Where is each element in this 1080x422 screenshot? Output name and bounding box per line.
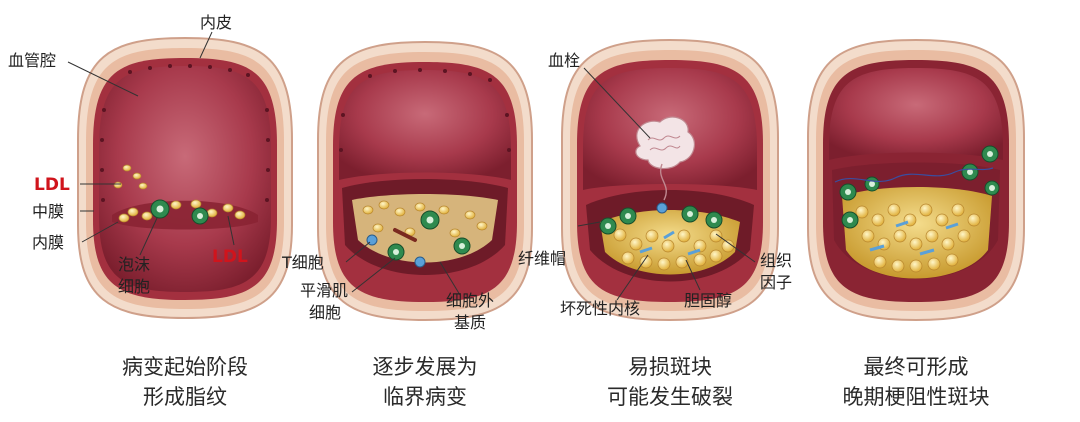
leader-lines-stage-1 xyxy=(67,31,235,256)
leader-lines-stage-3 xyxy=(577,67,756,301)
necrotic-core-cells xyxy=(613,228,735,271)
endothelium-dots xyxy=(100,64,270,202)
foam-cells xyxy=(150,199,209,225)
caption-stage-4-line2: 晚期梗阻性斑块 xyxy=(842,385,990,409)
foam-cells-3 xyxy=(599,202,723,235)
lipid-droplets-2 xyxy=(362,200,488,238)
label-necrotic-core: 坏死性内核 xyxy=(560,299,640,318)
label-ecm-line2: 基质 xyxy=(454,313,486,332)
caption-stage-1-line2: 形成脂纹 xyxy=(143,385,227,409)
label-ldl-left: LDL xyxy=(34,175,70,195)
cholesterol-crystals xyxy=(639,230,701,256)
vessel-stage-1 xyxy=(77,36,293,320)
label-smooth-muscle-line2: 细胞 xyxy=(309,303,341,322)
leader-lines-stage-2 xyxy=(345,241,461,296)
label-ecm-line1: 细胞外 xyxy=(446,291,494,310)
label-foam-cell-line2: 细胞 xyxy=(118,277,150,296)
vessel-stage-4 xyxy=(807,38,1025,322)
cholesterol-crystals-4 xyxy=(869,220,959,256)
caption-stage-1: 病变起始阶段 形成脂纹 xyxy=(75,352,295,412)
label-media: 中膜 xyxy=(32,202,64,221)
caption-stage-2-line2: 临界病变 xyxy=(383,385,467,409)
label-smooth-muscle-line1: 平滑肌 xyxy=(300,281,348,300)
caption-stage-3-line1: 易损斑块 xyxy=(628,355,712,379)
foam-cells-2 xyxy=(366,210,471,268)
label-endothelium: 内皮 xyxy=(200,13,232,32)
caption-stage-3: 易损斑块 可能发生破裂 xyxy=(560,352,780,412)
label-ldl-right: LDL xyxy=(212,247,248,267)
caption-stage-2-line1: 逐步发展为 xyxy=(372,355,478,379)
label-lumen: 血管腔 xyxy=(8,51,56,70)
foam-cells-4 xyxy=(839,145,1000,229)
label-fibrous-cap: 纤维帽 xyxy=(518,249,566,268)
caption-stage-3-line2: 可能发生破裂 xyxy=(607,385,733,409)
label-intima: 内膜 xyxy=(32,233,64,252)
label-thrombus: 血栓 xyxy=(548,51,580,70)
caption-stage-2: 逐步发展为 临界病变 xyxy=(315,352,535,412)
label-tissue-factor-line1: 组织 xyxy=(760,251,792,270)
endothelium-dots-2 xyxy=(339,68,511,152)
caption-stage-4: 最终可形成 晚期梗阻性斑块 xyxy=(806,352,1026,412)
vessel-stage-2 xyxy=(317,40,533,322)
label-t-cell: T细胞 xyxy=(281,253,324,272)
label-tissue-factor-line2: 因子 xyxy=(760,273,792,292)
label-cholesterol: 胆固醇 xyxy=(684,291,732,310)
advanced-core-cells xyxy=(855,203,981,273)
caption-stage-1-line1: 病变起始阶段 xyxy=(122,355,248,379)
thrombus xyxy=(635,116,696,201)
caption-stage-4-line1: 最终可形成 xyxy=(863,355,969,379)
vessel-stage-3 xyxy=(561,38,779,322)
label-foam-cell-line1: 泡沫 xyxy=(118,255,150,274)
